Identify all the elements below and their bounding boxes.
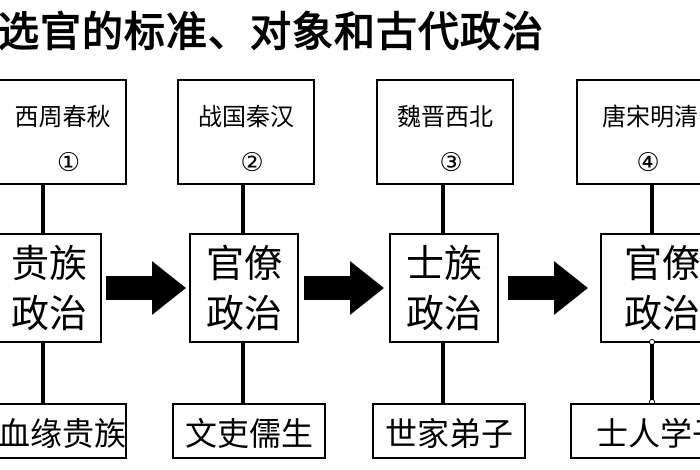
group-box-3: 世家弟子 bbox=[372, 403, 526, 459]
group-label-4: 士人学子 bbox=[595, 415, 700, 453]
junction-dot-top bbox=[649, 339, 655, 345]
era-label-3: 魏晋西北 bbox=[397, 103, 493, 131]
group-box-4: 士人学子 bbox=[570, 403, 700, 459]
connector-era-polity-2 bbox=[241, 185, 245, 233]
arrow-right-icon-2 bbox=[304, 261, 384, 315]
polity-line2-3: 政治 bbox=[405, 292, 482, 336]
polity-line1-1: 贵族 bbox=[10, 242, 87, 286]
connector-era-polity-3 bbox=[441, 185, 445, 233]
group-box-2: 文吏儒生 bbox=[172, 403, 326, 459]
group-label-3: 世家弟子 bbox=[384, 415, 513, 453]
polity-label-1: 贵族 政治 bbox=[0, 239, 100, 339]
polity-box-4: 官僚 政治 bbox=[600, 233, 700, 343]
era-box-4: 唐宋明清 ④ bbox=[576, 79, 700, 185]
era-label-2: 战国秦汉 bbox=[198, 103, 294, 131]
group-box-1: 血缘贵族 bbox=[0, 403, 127, 459]
era-number-2: ② bbox=[240, 148, 264, 178]
group-label-1: 血缘贵族 bbox=[0, 415, 127, 453]
polity-box-1: 贵族 政治 bbox=[0, 233, 102, 343]
polity-line2-1: 政治 bbox=[10, 292, 87, 336]
polity-label-3: 士族 政治 bbox=[391, 239, 497, 339]
diagram-title: 选官的标准、对象和古代政治 bbox=[0, 8, 544, 56]
polity-box-2: 官僚 政治 bbox=[189, 233, 299, 343]
connector-era-polity-4 bbox=[650, 185, 654, 233]
era-number-4: ④ bbox=[636, 148, 660, 178]
era-box-2: 战国秦汉 ② bbox=[177, 79, 315, 185]
polity-line1-3: 士族 bbox=[405, 242, 482, 286]
polity-box-3: 士族 政治 bbox=[389, 233, 499, 343]
polity-line2-2: 政治 bbox=[205, 292, 282, 336]
arrow-right-icon-3 bbox=[508, 261, 588, 315]
polity-label-4: 官僚 政治 bbox=[602, 239, 700, 339]
polity-line1-2: 官僚 bbox=[205, 242, 282, 286]
connector-era-polity-1 bbox=[41, 185, 45, 233]
connector-polity-group-4 bbox=[650, 343, 654, 403]
connector-polity-group-2 bbox=[241, 343, 245, 403]
era-number-1: ① bbox=[56, 148, 81, 178]
era-label-4: 唐宋明清 bbox=[602, 103, 698, 131]
era-box-3: 魏晋西北 ③ bbox=[376, 79, 514, 185]
arrow-right-icon-1 bbox=[106, 261, 186, 315]
group-label-2: 文吏儒生 bbox=[184, 415, 313, 453]
polity-line2-4: 政治 bbox=[623, 292, 700, 336]
era-number-3: ③ bbox=[439, 148, 463, 178]
connector-polity-group-3 bbox=[441, 343, 445, 403]
polity-label-2: 官僚 政治 bbox=[191, 239, 297, 339]
era-box-1: 西周春秋 ① bbox=[0, 79, 127, 185]
connector-polity-group-1 bbox=[41, 343, 45, 403]
polity-line1-4: 官僚 bbox=[623, 242, 700, 286]
era-label-1: 西周春秋 bbox=[14, 103, 111, 131]
